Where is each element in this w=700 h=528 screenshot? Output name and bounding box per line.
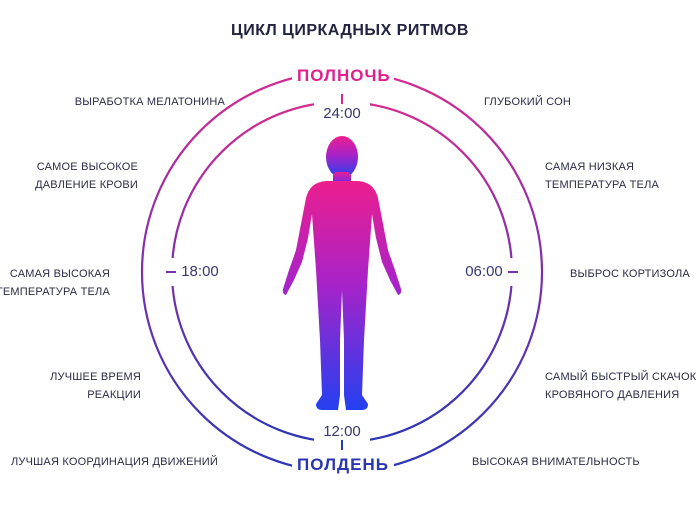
note-left-melatonin: ВЫРАБОТКА МЕЛАТОНИНА [74,96,225,108]
noon-gap [292,453,394,479]
note-left-reaction: ЛУЧШЕЕ ВРЕМЯ РЕАКЦИИ [50,371,141,401]
noon-label: ПОЛДЕНЬ [297,455,389,474]
note-right-deep-sleep: ГЛУБОКИЙ СОН [484,96,572,108]
diagram-title: ЦИКЛ ЦИРКАДНЫХ РИТМОВ [231,22,469,39]
note-right-blood-pressure-jump: САМЫЙ БЫСТРЫЙ СКАЧОК КРОВЯНОГО ДАВЛЕНИЯ [545,371,697,401]
midnight-gap [292,64,394,90]
note-left-blood-pressure: САМОЕ ВЫСОКОЕ ДАВЛЕНИЕ КРОВИ [35,161,138,191]
midnight-label: ПОЛНОЧЬ [297,66,391,85]
note-right-alertness: ВЫСОКАЯ ВНИМАТЕЛЬНОСТЬ [472,456,640,468]
human-silhouette [282,136,402,410]
time-right: 06:00 [465,263,503,280]
note-left-coordination: ЛУЧШАЯ КООРДИНАЦИЯ ДВИЖЕНИЙ [11,456,218,468]
time-left: 18:00 [181,263,219,280]
note-right-cortisol: ВЫБРОС КОРТИЗОЛА [570,268,690,280]
time-top: 24:00 [323,105,361,122]
note-right-low-temperature: САМАЯ НИЗКАЯ ТЕМПЕРАТУРА ТЕЛА [545,161,660,191]
note-left-temperature: САМАЯ ВЫСОКАЯ ТЕМПЕРАТУРА ТЕЛА [0,268,110,298]
time-bottom: 12:00 [323,423,361,440]
